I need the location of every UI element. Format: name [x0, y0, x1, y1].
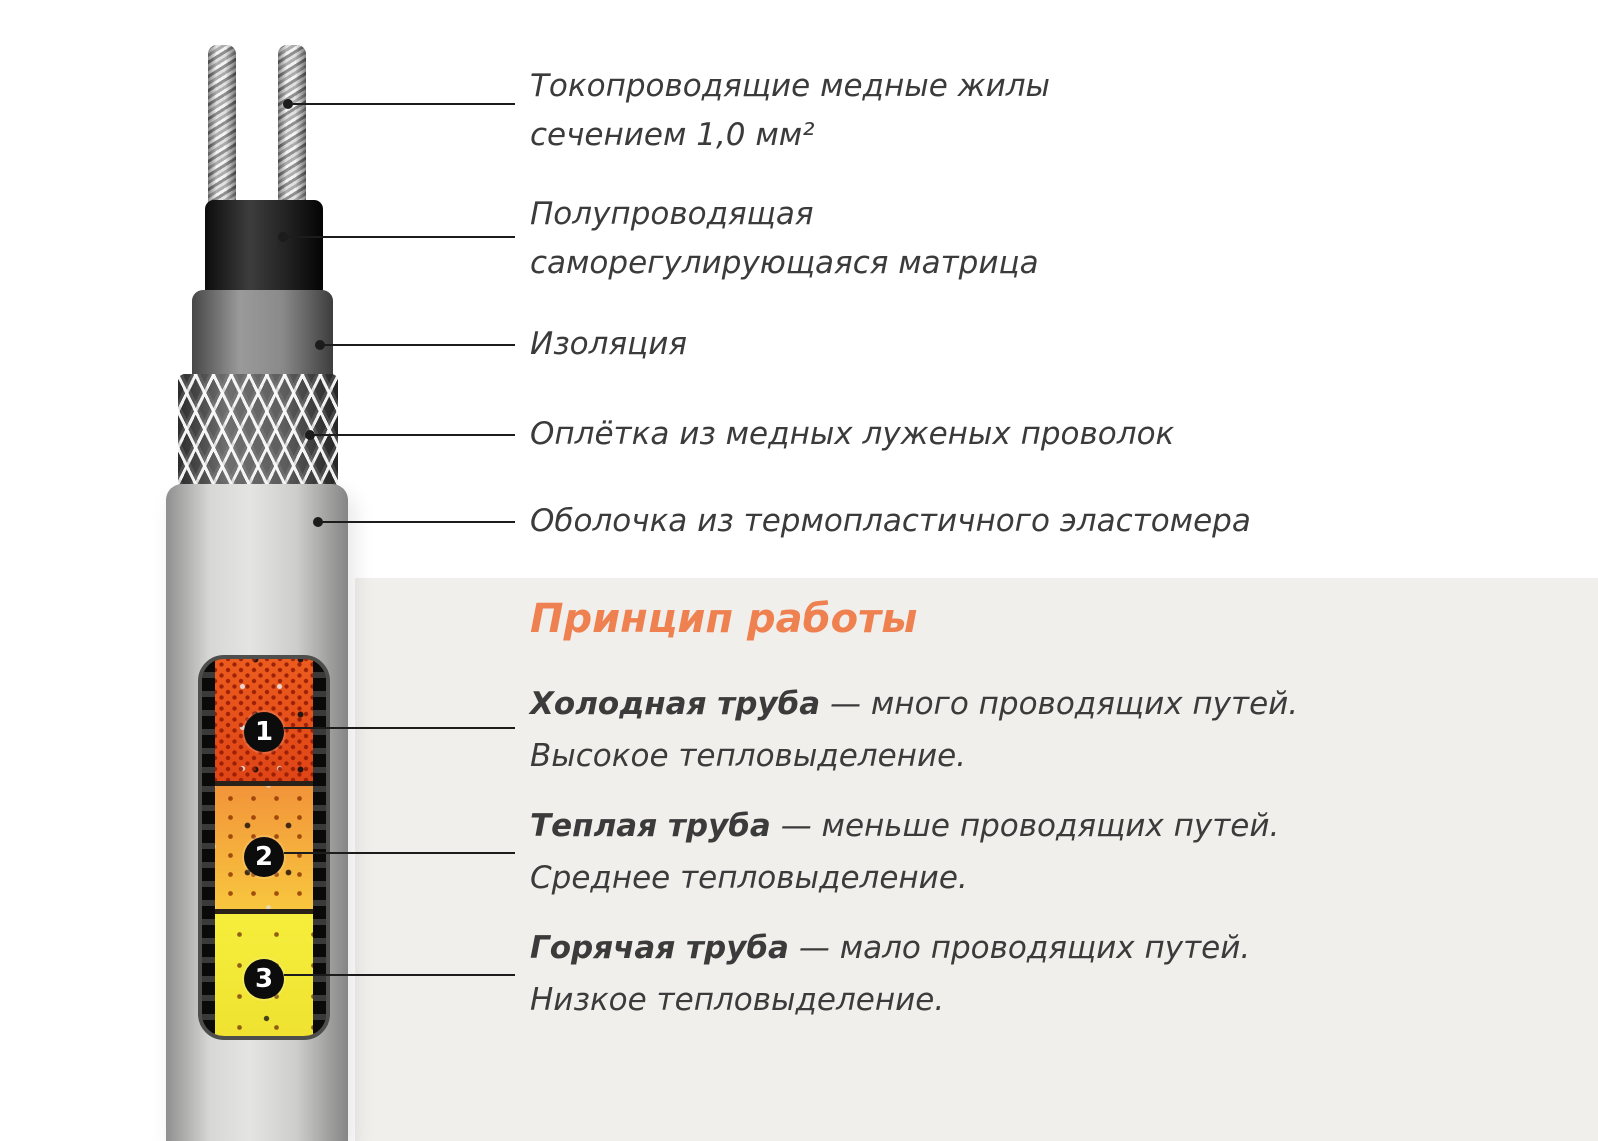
leader-line-zone-2 — [284, 852, 515, 854]
principle-item-1: Холодная труба — много проводящих путей.… — [530, 678, 1298, 782]
principle-item-3-line-1: Горячая труба — мало проводящих путей. — [530, 922, 1250, 974]
principle-item-3-lead: Горячая труба — [530, 930, 789, 966]
zone-badge-2: 2 — [244, 837, 284, 877]
matrix-cutaway-window: 1 2 3 — [198, 655, 330, 1040]
bus-wire-left — [202, 659, 215, 1036]
callout-sheath-line-1: Оболочка из термопластичного эластомера — [530, 503, 1251, 539]
callout-insulation-line-1: Изоляция — [530, 326, 687, 362]
principle-item-1-lead: Холодная труба — [530, 686, 821, 722]
leader-line-braid — [305, 430, 515, 440]
leader-dot — [278, 232, 288, 242]
principle-item-3-line-2: Низкое тепловыделение. — [530, 982, 945, 1018]
callout-sheath: Оболочка из термопластичного эластомера — [530, 497, 1251, 546]
segment-divider — [215, 908, 313, 914]
callout-matrix-line-1: Полупроводящая — [530, 196, 814, 232]
leader-dot — [283, 99, 293, 109]
principle-item-2-line-1: Теплая труба — меньше проводящих путей. — [530, 800, 1279, 852]
principle-item-2: Теплая труба — меньше проводящих путей. … — [530, 800, 1279, 904]
leader-dot — [313, 517, 323, 527]
principle-item-1-line-1: Холодная труба — много проводящих путей. — [530, 678, 1298, 730]
callout-matrix: Полупроводящая саморегулирующаяся матриц… — [530, 190, 1039, 288]
semiconducting-matrix-layer — [205, 200, 323, 298]
leader-line-zone-3 — [284, 974, 515, 976]
principle-title: Принцип работы — [530, 596, 918, 642]
callout-braid-line-1: Оплётка из медных луженых проволок — [530, 416, 1175, 452]
principle-item-3-rest: — мало проводящих путей. — [788, 930, 1251, 966]
callout-matrix-line-2: саморегулирующаяся матрица — [530, 245, 1039, 281]
callout-conductors-line-1: Токопроводящие медные жилы — [530, 68, 1051, 104]
principle-panel-background — [355, 578, 1598, 1141]
cable-illustration: 1 2 3 — [0, 0, 480, 1141]
insulation-layer — [192, 290, 333, 380]
copper-wire-left — [208, 45, 236, 213]
principle-item-3: Горячая труба — мало проводящих путей. Н… — [530, 922, 1250, 1026]
zone-badge-3: 3 — [244, 959, 284, 999]
callout-conductors-line-2: сечением 1,0 мм² — [530, 117, 815, 153]
leader-line-insulation — [315, 340, 515, 350]
principle-item-2-line-2: Среднее тепловыделение. — [530, 860, 968, 896]
leader-line-conductors — [283, 99, 515, 109]
callout-insulation: Изоляция — [530, 320, 687, 369]
zone-badge-1: 1 — [244, 712, 284, 752]
leader-dot — [315, 340, 325, 350]
bus-wire-right — [313, 659, 326, 1036]
leader-line-zone-1 — [284, 727, 515, 729]
leader-line-matrix — [278, 232, 515, 242]
callout-braid: Оплётка из медных луженых проволок — [530, 410, 1174, 459]
principle-item-2-rest: — меньше проводящих путей. — [770, 808, 1280, 844]
segment-divider — [215, 781, 313, 787]
copper-wire-right — [278, 45, 306, 213]
leader-dot — [305, 430, 315, 440]
callout-conductors: Токопроводящие медные жилы сечением 1,0 … — [530, 62, 1050, 160]
leader-line-sheath — [313, 517, 515, 527]
principle-item-1-rest: — много проводящих путей. — [820, 686, 1299, 722]
principle-item-1-line-2: Высокое тепловыделение. — [530, 738, 967, 774]
principle-item-2-lead: Теплая труба — [530, 808, 771, 844]
